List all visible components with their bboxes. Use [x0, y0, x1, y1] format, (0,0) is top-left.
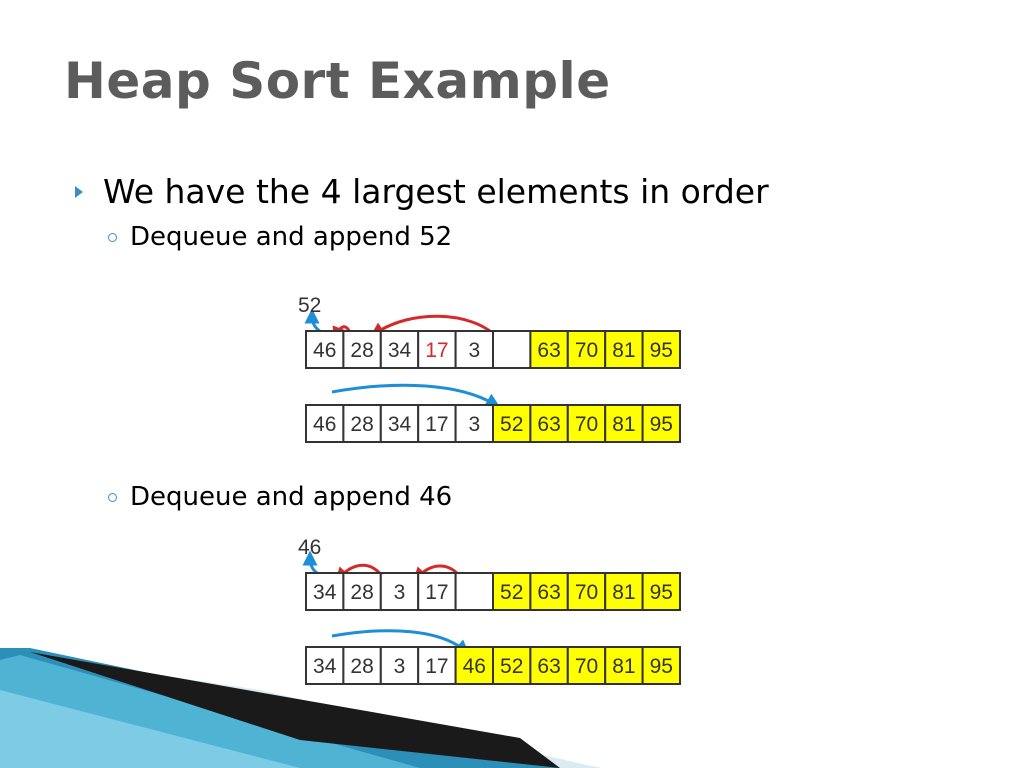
- cell-value: 3: [468, 413, 480, 436]
- array-cell: [417, 330, 457, 369]
- cell-value: 28: [350, 655, 373, 678]
- array-cell: [305, 404, 345, 443]
- array-cell: [641, 404, 681, 443]
- bullet-arrow-icon: [75, 185, 83, 198]
- ring-bullet-icon: [108, 492, 117, 502]
- cell-value: 28: [350, 339, 373, 362]
- cell-value: 63: [537, 413, 560, 436]
- cell-value: 3: [394, 581, 406, 604]
- cell-value: 34: [388, 339, 412, 362]
- array-cell: [492, 572, 532, 611]
- cell-value: 95: [650, 581, 673, 604]
- array-cell: [417, 404, 457, 443]
- sub-bullet-1: Dequeue and append 52: [108, 222, 452, 252]
- cell-value: 81: [612, 581, 635, 604]
- cell-value: 81: [612, 413, 635, 436]
- cell-value: 52: [500, 655, 523, 678]
- sub-bullet-1-text: Dequeue and append 52: [130, 222, 453, 252]
- ring-bullet-icon: [108, 232, 117, 242]
- cell-value: 63: [537, 581, 560, 604]
- cell-value: 34: [313, 581, 337, 604]
- cell-value: 17: [425, 581, 448, 604]
- cell-value: 63: [537, 339, 560, 362]
- array-cell: [529, 572, 569, 611]
- array-cell: [379, 646, 420, 685]
- array-cell: [604, 646, 644, 685]
- blue-arrow-right: [331, 383, 501, 408]
- cell-value: 52: [500, 413, 523, 436]
- array-cell: [492, 404, 532, 443]
- cell-value: 52: [500, 581, 523, 604]
- cell-value: 81: [612, 339, 635, 362]
- array-cell: [492, 330, 532, 369]
- cell-value: 17: [425, 655, 448, 678]
- sub-bullet-2: Dequeue and append 46: [108, 482, 452, 512]
- array-cell: [641, 330, 681, 369]
- cell-value: 3: [468, 339, 480, 362]
- array-cell: [604, 330, 644, 369]
- cell-value: 34: [313, 655, 337, 678]
- array-cell: [305, 572, 345, 611]
- red-arrow-left: [369, 314, 499, 339]
- array-cell: [529, 404, 569, 443]
- array-cell: [529, 646, 569, 685]
- array-cell: [454, 572, 495, 611]
- sub-bullet-2-text: Dequeue and append 46: [130, 482, 453, 512]
- array-cell: [417, 572, 457, 611]
- array-cell: [641, 646, 681, 685]
- array-cell: [454, 330, 495, 369]
- cell-value: 70: [575, 339, 598, 362]
- array-cell: [379, 404, 420, 443]
- cell-value: 34: [388, 413, 412, 436]
- array-cell: [529, 330, 569, 369]
- array-cell: [342, 330, 382, 369]
- blue-arrow-right: [331, 629, 470, 655]
- cell-value: 17: [425, 413, 448, 436]
- array-cell: [641, 572, 681, 611]
- cell-value: 46: [313, 413, 336, 436]
- array-cell: [566, 330, 607, 369]
- dequeued-value-label: 52: [298, 294, 321, 317]
- cell-value: 17: [425, 339, 448, 362]
- cell-value: 70: [575, 413, 598, 436]
- dequeued-value-label: 46: [298, 536, 321, 559]
- cell-value: 46: [313, 339, 336, 362]
- array-cell: [305, 646, 345, 685]
- array-cell: [342, 404, 382, 443]
- cell-value: 28: [350, 581, 373, 604]
- array-row: 34 28 3 17 46 52 63 70 81 95: [305, 646, 681, 685]
- array-row: 34 28 3 17 52 63 70 81 95 46: [298, 536, 681, 611]
- array-cell: [454, 646, 495, 685]
- cell-value: 3: [394, 655, 406, 678]
- cell-value: 70: [575, 655, 598, 678]
- main-bullet-text: We have the 4 largest elements in order: [103, 172, 769, 211]
- cell-value: 95: [650, 655, 673, 678]
- cell-value: 63: [537, 655, 560, 678]
- cell-value: 81: [612, 655, 635, 678]
- slide-title: Heap Sort Example: [64, 52, 611, 110]
- array-row: 46 28 34 17 3 63 70 81 95 52: [298, 294, 681, 369]
- cell-value: 46: [463, 655, 486, 678]
- array-cell: [566, 404, 607, 443]
- cell-value: 95: [650, 413, 673, 436]
- cell-value: 95: [650, 339, 673, 362]
- array-row: 46 28 34 17 3 52 63 70 81 95: [305, 404, 681, 443]
- cell-value: 28: [350, 413, 373, 436]
- main-bullet: We have the 4 largest elements in order: [75, 172, 769, 211]
- cell-value: 70: [575, 581, 598, 604]
